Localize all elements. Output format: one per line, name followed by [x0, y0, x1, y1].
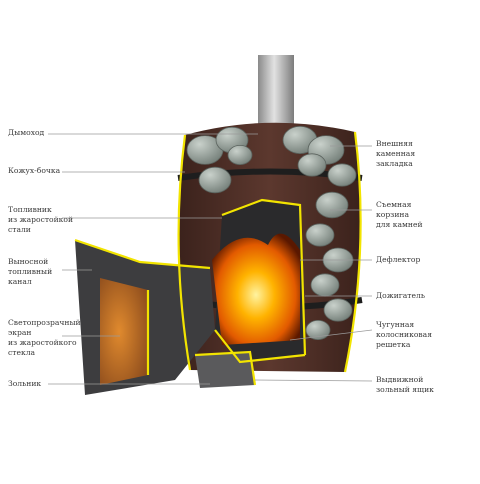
stone — [305, 319, 331, 340]
stone — [227, 144, 253, 165]
label-casing: Кожух-бочка — [8, 166, 61, 175]
fire — [212, 233, 300, 345]
stone — [305, 223, 335, 247]
ash-drawer — [195, 352, 255, 388]
label-glass-screen: Светопрозрачный экран из жаростойкого ст… — [8, 318, 81, 357]
label-stone-basket: Съемная корзина для камней — [376, 200, 423, 229]
label-firebox: Топливник из жаростойкой стали — [8, 205, 74, 234]
glass-screen — [100, 278, 148, 385]
label-ash-pit: Зольник — [8, 379, 42, 388]
stone — [297, 153, 327, 177]
stone — [198, 166, 232, 194]
label-grate: Чугунная колосниковая решетка — [376, 320, 433, 349]
label-deflector: Дефлектор — [376, 255, 421, 264]
stone — [327, 163, 357, 187]
label-ash-drawer: Выдвижной зольный ящик — [376, 375, 434, 394]
stone — [315, 191, 349, 219]
cut-outline — [74, 131, 362, 386]
leader-lines — [48, 133, 373, 385]
stone — [323, 298, 353, 322]
label-afterburner: Дожигатель — [376, 291, 425, 300]
stone — [310, 273, 340, 297]
stones — [186, 126, 357, 340]
label-fuel-channel: Выносной топливный канал — [8, 257, 53, 286]
label-chimney: Дымоход — [8, 128, 45, 137]
label-stone-load: Внешняя каменная закладка — [376, 139, 416, 168]
